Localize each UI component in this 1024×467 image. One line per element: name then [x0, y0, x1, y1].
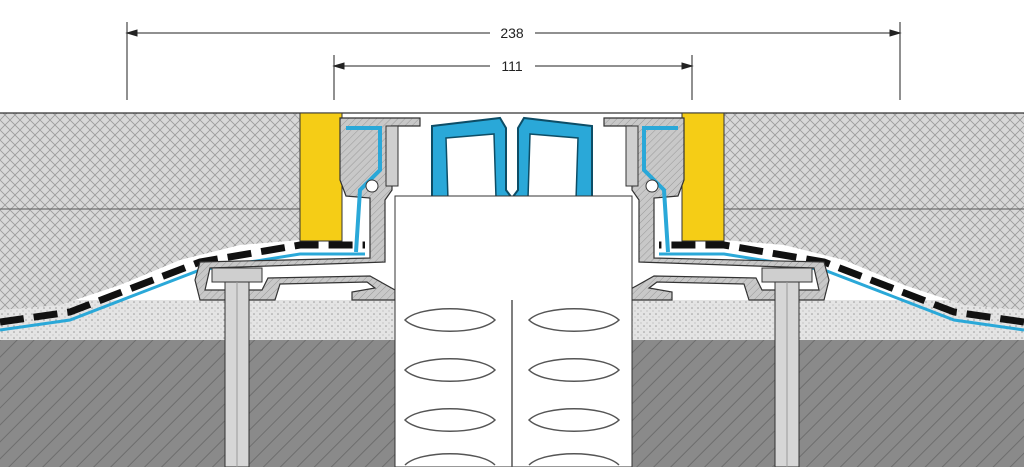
aluminium-profile-right [603, 117, 830, 301]
screw-right [625, 125, 639, 187]
concrete-right [632, 340, 1024, 467]
dimension-gap-label: 111 [501, 58, 522, 74]
covering-left [0, 113, 300, 310]
dimension-overall-label: 238 [500, 25, 524, 41]
dimension-overall [125, 22, 902, 100]
screed-right [632, 300, 1024, 340]
joint-gap [394, 195, 633, 467]
insulation-left [403, 308, 497, 466]
screw-left [385, 125, 399, 187]
dimension-gap [332, 55, 694, 100]
membrane-left [0, 241, 365, 326]
anchor-bolt-right [761, 267, 813, 467]
membrane-right [659, 241, 1024, 326]
filler-left [299, 112, 343, 242]
covering-right [724, 113, 1024, 310]
screed-left [0, 300, 395, 340]
concrete-left [0, 340, 395, 467]
insulation-right [527, 308, 621, 466]
aluminium-profile-left [194, 117, 421, 301]
anchor-bolt-left [211, 267, 263, 467]
filler-right [681, 112, 725, 242]
